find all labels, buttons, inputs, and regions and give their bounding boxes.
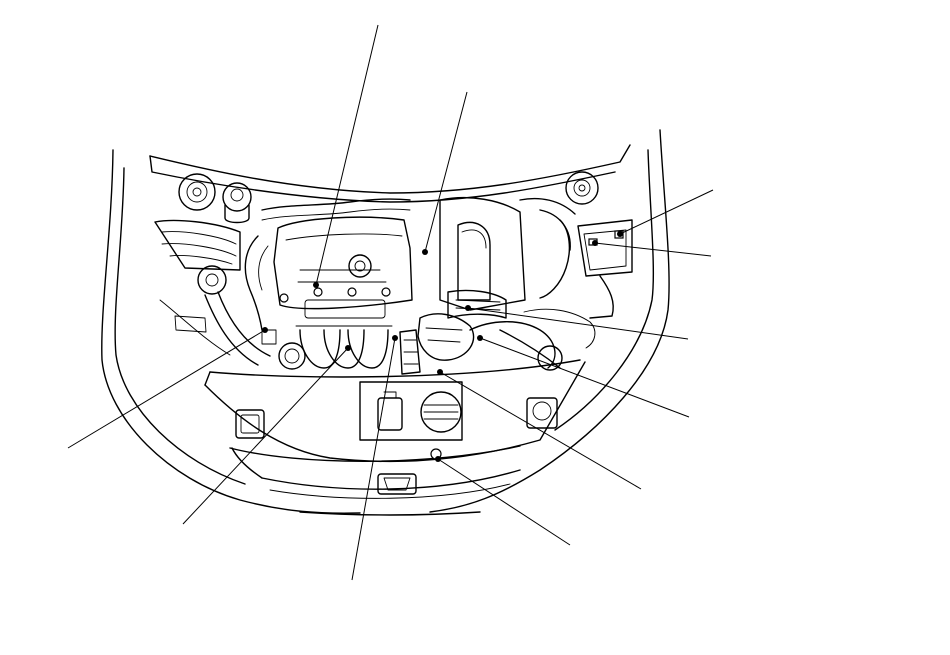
callout-right-3: [467, 307, 689, 340]
right-strut-and-fuse-box: [499, 171, 633, 371]
callout-right-1: [619, 189, 714, 235]
callout-bottom-center: [351, 337, 396, 581]
callout-right-5: [439, 371, 642, 490]
engine-head-cover: [244, 198, 413, 370]
intake-and-air-box: [399, 196, 576, 375]
callout-bottom-right: [437, 458, 571, 546]
callout-right-2: [594, 242, 712, 257]
hood-and-fender-outline: [101, 129, 670, 516]
callout-leader-lines: [67, 24, 714, 581]
callout-bottom-left-1: [67, 329, 266, 449]
callout-bottom-left-2: [182, 347, 349, 525]
front-bumper-grille: [204, 359, 586, 499]
left-strut-and-reservoirs: [154, 173, 271, 366]
callout-top-right-upper: [424, 91, 468, 253]
callout-top-center: [315, 24, 379, 286]
callout-right-4: [479, 337, 690, 418]
connector-points: [262, 231, 623, 462]
